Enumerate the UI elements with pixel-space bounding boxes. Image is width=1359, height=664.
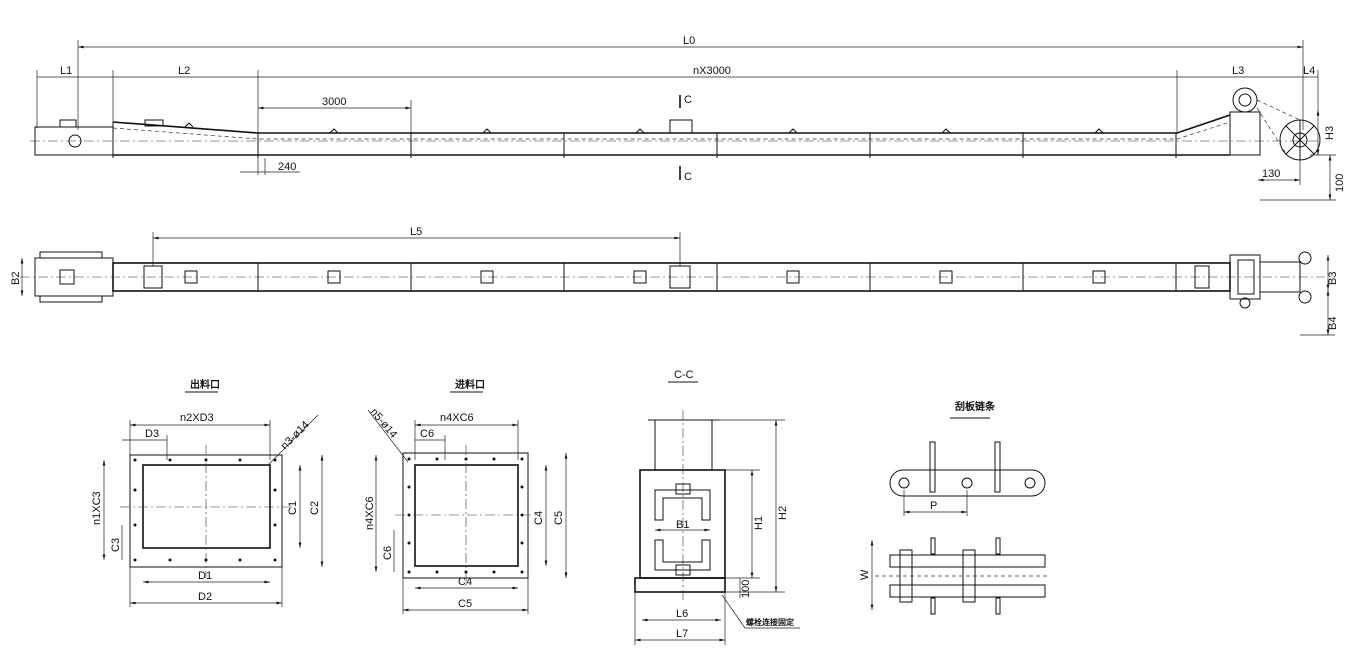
dim-C3: C3 [110, 538, 122, 552]
dim-100: 100 [740, 580, 752, 598]
inlet-title: 进料口 [455, 378, 485, 391]
dim-B1: B1 [676, 519, 689, 531]
section-mark-top: C [684, 94, 692, 106]
chain-detail: 刮板链条 P W [859, 400, 1050, 615]
dim-C4: C4 [458, 576, 472, 588]
dim-L3: L3 [1232, 65, 1244, 77]
outlet-detail: 出料口 n2XD3 D3 n3-ø14 n1XC3 C3 C1 C2 D1 D2 [91, 378, 324, 607]
dim-D2: D2 [198, 591, 212, 603]
dim-D3: D3 [145, 428, 159, 440]
dim-240: 240 [278, 161, 296, 173]
dim-L2: L2 [178, 65, 190, 77]
dim-n4xC6: n4XC6 [440, 412, 474, 424]
dim-W: W [859, 569, 871, 580]
dim-n2xD3: n2XD3 [180, 412, 214, 424]
dim-B4: B4 [1327, 317, 1339, 330]
dim-100: 100 [1334, 174, 1346, 192]
inlet-detail: 进料口 n4XC6 C6 n5-ø14 n4XC6 C6 C4 C5 C4 C5 [364, 378, 568, 614]
dim-n5-holes: n5-ø14 [368, 406, 400, 440]
dim-D1: D1 [198, 570, 212, 582]
plan-view: L5 B2 B3 B4 [10, 226, 1339, 336]
dim-L4: L4 [1303, 65, 1315, 77]
dim-nx3000: nX3000 [693, 65, 731, 77]
dim-n3-holes: n3-ø14 [279, 419, 312, 452]
dim-C1: C1 [287, 501, 299, 515]
dim-B3: B3 [1327, 272, 1339, 285]
dim-H2: H2 [777, 506, 789, 520]
dim-C4-vertical: C4 [533, 511, 545, 525]
dim-C2: C2 [309, 501, 321, 515]
dim-L5: L5 [410, 226, 422, 238]
dim-C6: C6 [420, 428, 434, 440]
section-title: C-C [674, 369, 694, 381]
outlet-title: 出料口 [190, 378, 220, 391]
dim-L0: L0 [683, 35, 695, 47]
dim-H1: H1 [753, 516, 765, 530]
dim-3000: 3000 [322, 96, 346, 108]
dim-C6-vertical: C6 [382, 546, 394, 560]
elevation-view: L0 L1 L2 nX3000 L3 L4 3000 [30, 35, 1346, 201]
dim-n1xC3: n1XC3 [91, 491, 103, 525]
chain-title: 刮板链条 [955, 400, 996, 413]
dim-C5: C5 [458, 598, 472, 610]
dim-130: 130 [1262, 168, 1280, 180]
section-cc: C-C B1 H1 H2 100 L6 L7 螺栓连接固定 [634, 369, 800, 645]
section-mark-bottom: C [684, 171, 692, 183]
dim-L1: L1 [60, 65, 72, 77]
dim-P: P [930, 500, 937, 512]
dim-L6: L6 [676, 608, 688, 620]
dim-L7: L7 [676, 628, 688, 640]
bolt-fixing-note: 螺栓连接固定 [746, 617, 794, 627]
dim-C5-vertical: C5 [553, 511, 565, 525]
dim-n4xC6-vertical: n4XC6 [364, 496, 376, 530]
dim-H3: H3 [1324, 126, 1336, 140]
dim-B2: B2 [10, 272, 22, 285]
